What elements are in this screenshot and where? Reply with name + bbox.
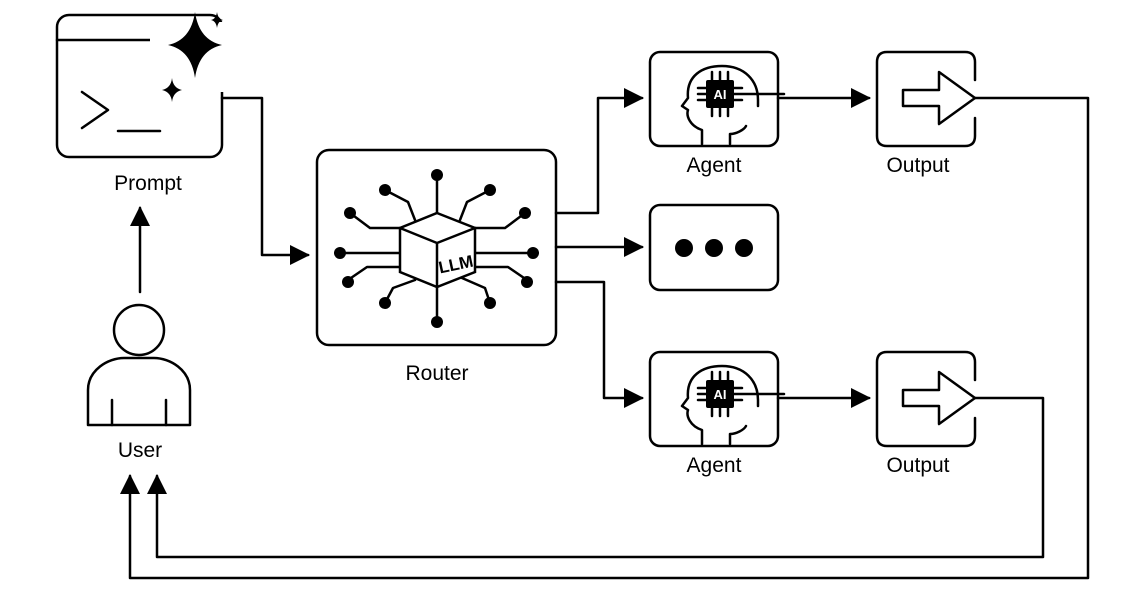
ai-chip-text: AI bbox=[714, 87, 727, 102]
user-label: User bbox=[118, 439, 162, 462]
prompt-node: Prompt bbox=[55, 12, 230, 195]
llm-cube-icon: LLM bbox=[334, 169, 539, 328]
output-top-label: Output bbox=[886, 154, 949, 177]
ellipsis-node bbox=[648, 203, 780, 292]
edge-output-bottom-user bbox=[147, 396, 1045, 559]
edge-output-top-user bbox=[120, 96, 1090, 580]
agent-bottom-node: AI Agent bbox=[648, 350, 786, 477]
user-node: User bbox=[86, 303, 192, 462]
ai-head-icon: AI bbox=[680, 364, 786, 446]
edge-prompt-router bbox=[220, 96, 310, 265]
terminal-icon bbox=[80, 90, 162, 133]
edge-router-agent-top bbox=[554, 88, 644, 215]
router-label: Router bbox=[405, 362, 468, 385]
output-bottom-node: Output bbox=[875, 350, 977, 477]
prompt-label: Prompt bbox=[114, 172, 182, 195]
user-icon bbox=[86, 303, 192, 427]
edge-router-agent-bottom bbox=[554, 280, 644, 408]
ai-chip-text: AI bbox=[714, 387, 727, 402]
agent-bottom-label: Agent bbox=[687, 454, 742, 477]
sparkle-icon bbox=[150, 12, 230, 102]
ai-head-icon: AI bbox=[680, 64, 786, 146]
output-arrow-icon bbox=[901, 370, 977, 426]
agent-top-label: Agent bbox=[687, 154, 742, 177]
ellipsis-icon bbox=[675, 239, 753, 257]
output-bottom-box bbox=[875, 350, 977, 448]
output-top-box bbox=[875, 50, 977, 148]
connectors bbox=[120, 88, 1090, 580]
router-node: LLM Router bbox=[315, 148, 558, 385]
agent-top-node: AI Agent bbox=[648, 50, 786, 177]
output-bottom-label: Output bbox=[886, 454, 949, 477]
output-arrow-icon bbox=[901, 70, 977, 126]
output-top-node: Output bbox=[875, 50, 977, 177]
